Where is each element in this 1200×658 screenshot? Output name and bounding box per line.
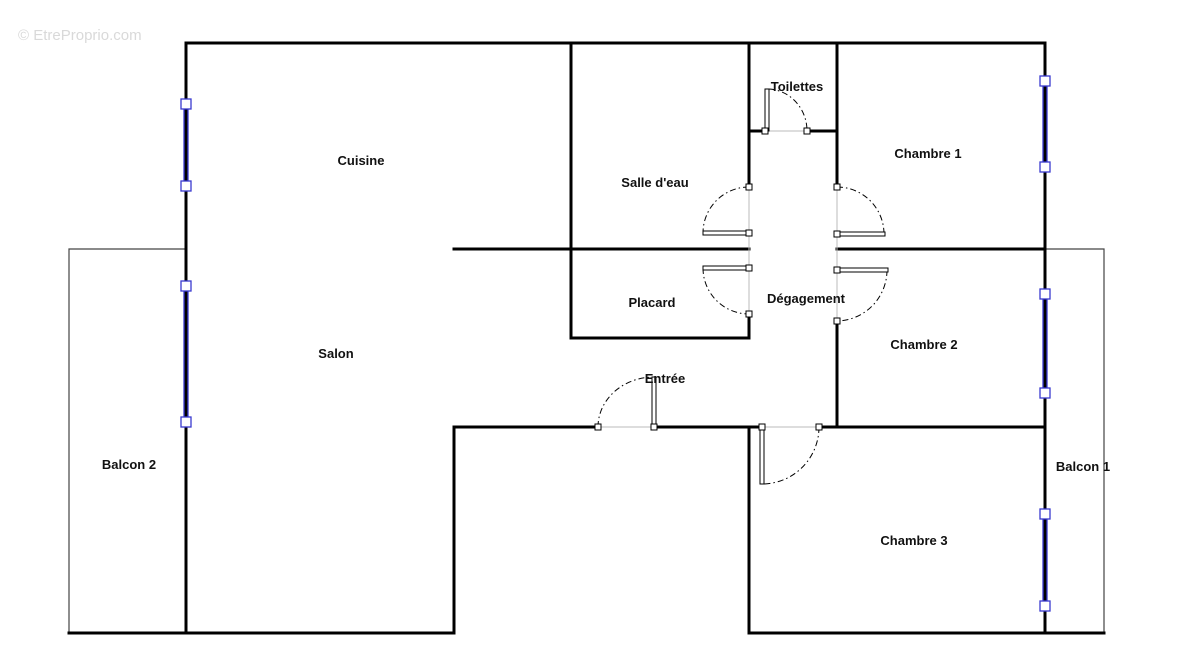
label-placard: Placard (629, 295, 676, 310)
label-cuisine: Cuisine (338, 153, 385, 168)
exterior-walls (67, 41, 1106, 635)
label-degagement: Dégagement (767, 291, 846, 306)
interior-walls (452, 41, 1047, 429)
window-chambre3 (1039, 508, 1051, 612)
label-salle-eau: Salle d'eau (621, 175, 688, 190)
room-labels: Cuisine Salle d'eau Toilettes Chambre 1 … (102, 79, 1110, 548)
door-chambre3 (758, 423, 823, 485)
door-toilettes (761, 88, 811, 135)
label-chambre3: Chambre 3 (880, 533, 947, 548)
window-chambre1 (1039, 75, 1051, 173)
balcony-outlines (68, 248, 1105, 634)
window-cuisine (180, 98, 192, 192)
label-balcon2: Balcon 2 (102, 457, 156, 472)
window-salon (180, 280, 192, 428)
label-salon: Salon (318, 346, 353, 361)
door-chambre1 (833, 183, 886, 238)
window-chambre2 (1039, 288, 1051, 399)
door-salle-eau (702, 183, 753, 237)
label-chambre1: Chambre 1 (894, 146, 961, 161)
label-entree: Entrée (645, 371, 685, 386)
label-balcon1: Balcon 1 (1056, 459, 1110, 474)
door-entree (594, 376, 658, 431)
watermark: © EtreProprio.com (18, 27, 142, 44)
door-openings (598, 130, 838, 428)
door-placard (702, 264, 753, 318)
label-chambre2: Chambre 2 (890, 337, 957, 352)
label-toilettes: Toilettes (771, 79, 824, 94)
door-chambre2 (833, 266, 889, 325)
